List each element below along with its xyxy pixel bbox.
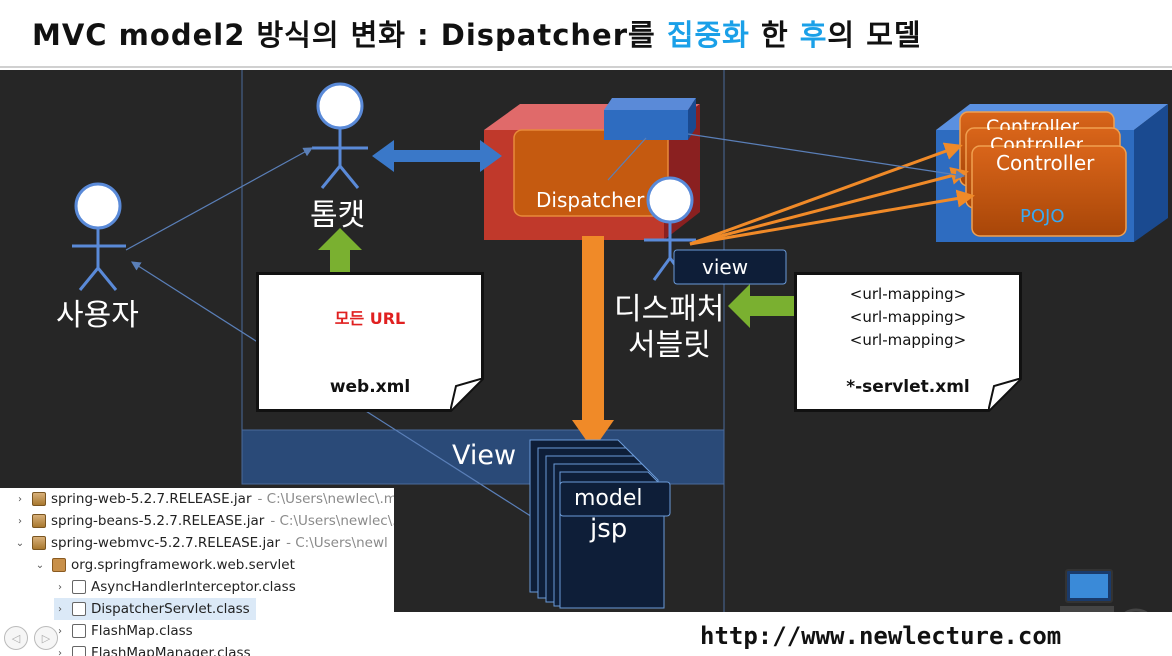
- tree-row-flashmap-manager-class[interactable]: › FlashMapManager.class: [54, 642, 251, 656]
- url-mapping-line-2: <url-mapping>: [849, 308, 967, 326]
- tree-item-name: AsyncHandlerInterceptor.class: [91, 579, 296, 595]
- tomcat-label: 톰캣: [310, 198, 366, 233]
- title-text: MVC model2 방식의 변화 : Dispatcher를: [32, 18, 667, 52]
- slide-title: MVC model2 방식의 변화 : Dispatcher를 집중화 한 후의…: [32, 12, 922, 54]
- title-text-middle: 한: [749, 18, 800, 52]
- tree-row-async-handler-class[interactable]: › AsyncHandlerInterceptor.class: [54, 576, 296, 598]
- green-arrow-webxml: [318, 228, 362, 272]
- play-icon[interactable]: ▷: [34, 626, 58, 650]
- tree-row-spring-beans-jar[interactable]: › spring-beans-5.2.7.RELEASE.jar - C:\Us…: [14, 510, 394, 532]
- view-tag-box: [673, 249, 787, 285]
- chevron-down-icon[interactable]: ⌄: [15, 537, 25, 549]
- controller-label-middle: Controller: [990, 134, 1084, 148]
- title-highlight-after: 후: [799, 18, 828, 52]
- chevron-right-icon[interactable]: ›: [18, 515, 22, 527]
- class-file-icon: [72, 580, 86, 594]
- class-file-icon: [72, 602, 86, 616]
- doc-curl-icon: [450, 378, 484, 412]
- model-tag-box: [559, 481, 671, 517]
- tree-row-flashmap-class[interactable]: › FlashMap.class: [54, 620, 193, 642]
- view-tag-label: view: [702, 255, 749, 279]
- tree-row-spring-web-jar[interactable]: › spring-web-5.2.7.RELEASE.jar - C:\User…: [14, 488, 394, 510]
- chevron-right-icon[interactable]: ›: [58, 647, 62, 656]
- dispatcher-servlet-label-line2: 서블릿: [628, 328, 711, 363]
- slide-nav-controls: ◁ ▷: [4, 626, 58, 650]
- jsp-label: jsp: [590, 514, 628, 544]
- tree-row-dispatcher-servlet-class[interactable]: › DispatcherServlet.class: [54, 598, 256, 620]
- tomcat-dispatcher-arrow: [372, 140, 502, 172]
- orange-arrows-to-controllers: [689, 142, 975, 246]
- tree-item-name: spring-webmvc-5.2.7.RELEASE.jar: [51, 535, 281, 551]
- site-url: http://www.newlecture.com: [700, 622, 1062, 650]
- tree-row-spring-webmvc-jar[interactable]: ⌄ spring-webmvc-5.2.7.RELEASE.jar - C:\U…: [14, 532, 388, 554]
- controller-label-front: Controller: [996, 151, 1095, 175]
- view-band-label: View: [452, 440, 517, 471]
- user-label: 사용자: [56, 298, 139, 333]
- title-text-suffix: 의 모델: [827, 18, 922, 52]
- tree-item-path: - C:\Users\newl: [286, 535, 388, 551]
- webxml-highlight: 모든 URL: [334, 309, 406, 328]
- tree-row-servlet-package[interactable]: ⌄ org.springframework.web.servlet: [34, 554, 295, 576]
- doc-curl-icon: [988, 378, 1022, 412]
- orange-arrow-to-view: [572, 236, 614, 450]
- tree-item-name: org.springframework.web.servlet: [71, 557, 295, 573]
- dispatcher-label: Dispatcher: [536, 188, 645, 212]
- class-file-icon: [72, 624, 86, 638]
- servletxml-document: <url-mapping> <url-mapping> <url-mapping…: [794, 272, 1022, 412]
- webxml-filename: web.xml: [329, 377, 411, 397]
- newlecture-logo: [1060, 569, 1154, 636]
- tree-item-name: spring-web-5.2.7.RELEASE.jar: [51, 491, 252, 507]
- tree-item-path: - C:\Users\newlec\.m: [270, 513, 394, 529]
- url-mapping-line-1: <url-mapping>: [849, 285, 967, 303]
- tree-item-name: FlashMapManager.class: [91, 645, 251, 656]
- ide-package-explorer: › spring-web-5.2.7.RELEASE.jar - C:\User…: [0, 488, 394, 656]
- tree-item-name: spring-beans-5.2.7.RELEASE.jar: [51, 513, 265, 529]
- prev-slide-icon[interactable]: ◁: [4, 626, 28, 650]
- webxml-document: 모든 URL web.xml: [256, 272, 484, 412]
- title-highlight-centralize: 집중화: [666, 18, 750, 52]
- jar-icon: [32, 536, 46, 550]
- tree-item-name: DispatcherServlet.class: [91, 601, 250, 617]
- tomcat-figure: [312, 82, 368, 189]
- chevron-right-icon[interactable]: ›: [58, 625, 62, 637]
- chevron-right-icon[interactable]: ›: [58, 603, 62, 615]
- footer-strip: [394, 612, 1172, 656]
- dispatcher-servlet-label-line1: 디스패처: [614, 292, 725, 327]
- pojo-label: POJO: [1020, 206, 1065, 227]
- tree-item-name: FlashMap.class: [91, 623, 193, 639]
- class-file-icon: [72, 646, 86, 656]
- controller-container: [936, 104, 1168, 242]
- tree-item-path: - C:\Users\newlec\.m: [257, 491, 395, 507]
- chevron-down-icon[interactable]: ⌄: [35, 559, 45, 571]
- dispatcher-blue-block: [604, 98, 696, 140]
- chevron-right-icon[interactable]: ›: [18, 493, 22, 505]
- servletxml-filename: *-servlet.xml: [846, 377, 970, 397]
- jar-icon: [32, 514, 46, 528]
- model-label: model: [574, 486, 643, 511]
- title-bar: MVC model2 방식의 변화 : Dispatcher를 집중화 한 후의…: [0, 0, 1172, 68]
- chevron-right-icon[interactable]: ›: [58, 581, 62, 593]
- jar-icon: [32, 492, 46, 506]
- url-mapping-line-3: <url-mapping>: [849, 331, 967, 349]
- user-figure: [72, 182, 126, 291]
- green-arrow-servletxml: [728, 284, 796, 328]
- package-icon: [52, 558, 66, 572]
- controller-label-back: Controller: [986, 116, 1080, 130]
